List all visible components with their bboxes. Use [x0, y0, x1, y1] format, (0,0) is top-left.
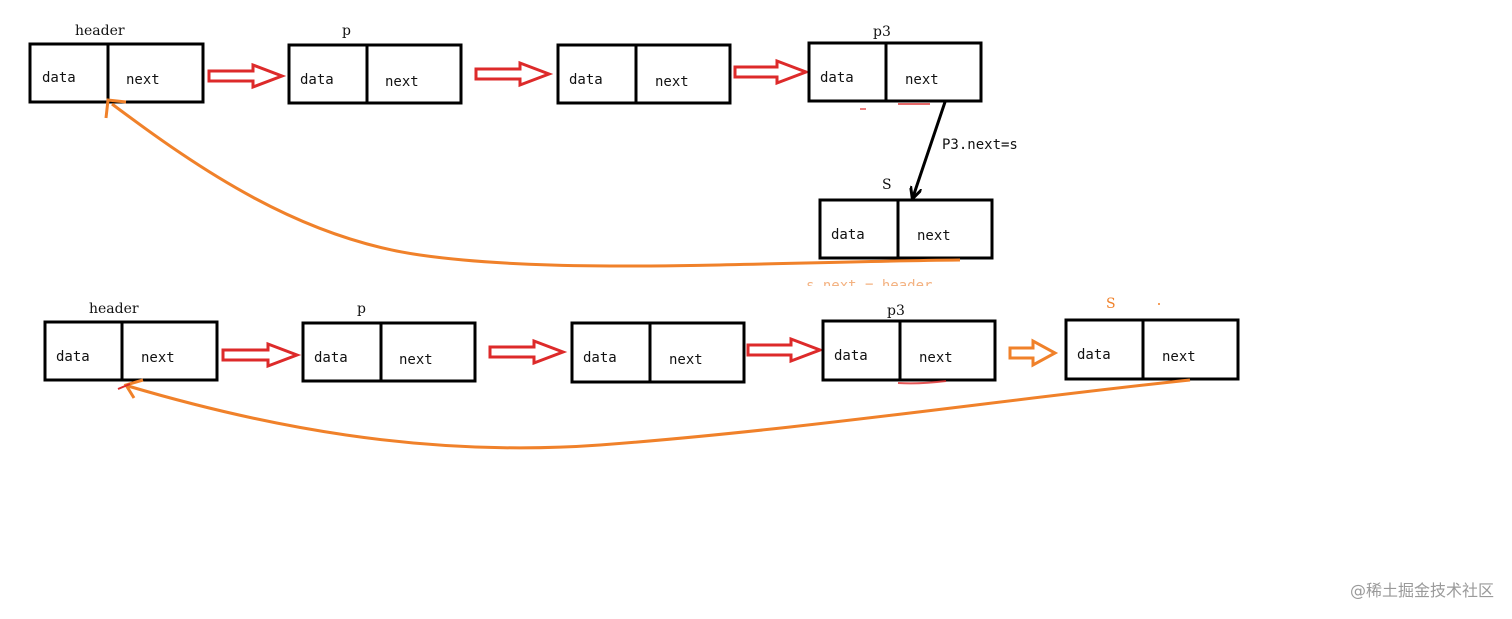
data-cell: data	[834, 348, 868, 364]
data-cell: data	[569, 72, 603, 88]
edge-label: P3.next=s	[942, 137, 1018, 153]
data-cell: data	[820, 70, 854, 86]
red-arrow	[474, 60, 554, 88]
erased-arrow-remnant	[117, 383, 131, 390]
node-label: p3	[873, 24, 891, 40]
orange-arrowhead	[104, 98, 127, 119]
bottom-node-p: p data next	[301, 301, 477, 383]
data-cell: data	[1077, 347, 1111, 363]
next-cell: next	[385, 74, 419, 90]
next-cell: next	[1162, 349, 1196, 365]
node-label: p	[357, 301, 366, 317]
data-cell: data	[583, 350, 617, 366]
top-node-3: data next	[556, 43, 732, 105]
data-cell: data	[831, 227, 865, 243]
orange-arrow	[1008, 338, 1059, 368]
red-arrow	[746, 336, 825, 364]
orange-back-arrow	[111, 102, 961, 268]
red-arrow	[207, 62, 287, 90]
node-label: p3	[887, 303, 905, 319]
next-cell: next	[905, 72, 939, 88]
node-label: p	[342, 23, 351, 39]
top-node-s: S data next	[818, 177, 994, 260]
next-cell: next	[399, 352, 433, 368]
bottom-node-p3: p3 data next	[821, 303, 997, 382]
next-cell: next	[126, 72, 160, 88]
next-cell: next	[655, 74, 689, 90]
bottom-node-s: S data next	[1064, 296, 1240, 381]
node-label: S	[1106, 296, 1116, 312]
top-node-header: header data next	[28, 23, 205, 104]
bottom-linked-list: header data next p data next data next p…	[43, 296, 1240, 450]
erased-arrow-remnant	[897, 380, 947, 385]
data-cell: data	[56, 349, 90, 365]
next-cell: next	[919, 350, 953, 366]
bottom-node-3: data next	[570, 321, 746, 384]
data-cell: data	[300, 72, 334, 88]
red-arrow	[221, 341, 302, 369]
next-cell: next	[917, 228, 951, 244]
node-label: S	[882, 177, 892, 193]
watermark: @稀土掘金技术社区	[1349, 581, 1494, 600]
node-label: header	[89, 301, 139, 317]
red-arrow	[733, 58, 811, 86]
orange-back-arrow	[127, 378, 1191, 450]
data-cell: data	[314, 350, 348, 366]
bottom-node-header: header data next	[43, 301, 219, 382]
top-node-p3: p3 data next	[807, 24, 983, 103]
next-cell: next	[669, 352, 703, 368]
top-linked-list: header data next p data next data next	[28, 23, 1018, 294]
red-arrow	[488, 338, 568, 366]
next-cell: next	[141, 350, 175, 366]
black-arrow	[913, 101, 947, 197]
top-node-p: p data next	[287, 23, 463, 105]
data-cell: data	[42, 70, 76, 86]
node-label: header	[75, 23, 125, 39]
